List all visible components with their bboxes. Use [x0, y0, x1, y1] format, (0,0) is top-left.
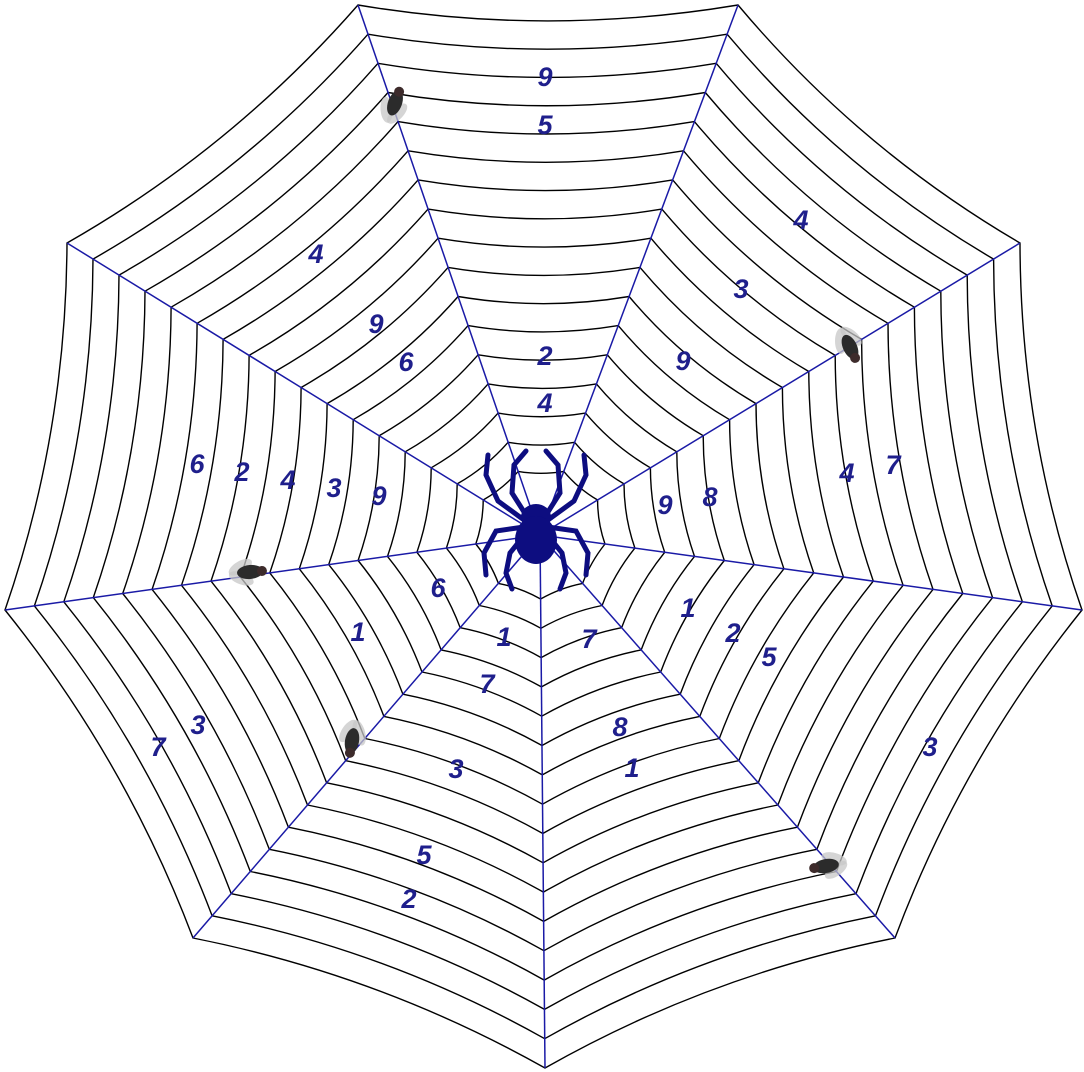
number-top-2[interactable]: 5 [537, 110, 553, 140]
number-top-1[interactable]: 9 [537, 62, 552, 92]
web-spoke [5, 535, 540, 610]
number-right-1[interactable]: 9 [657, 490, 672, 520]
fly-icon[interactable] [333, 715, 373, 761]
number-bottom-left-3[interactable]: 3 [448, 754, 463, 784]
number-left-upper-3[interactable]: 4 [279, 465, 295, 495]
spider-icon[interactable] [484, 451, 588, 589]
number-bottom-3[interactable]: 1 [624, 753, 639, 783]
number-left-lower-2[interactable]: 1 [350, 617, 365, 647]
fly-icon[interactable] [806, 846, 852, 886]
number-left-lower-3[interactable]: 3 [190, 710, 205, 740]
number-bottom-right-1[interactable]: 1 [680, 593, 695, 623]
number-bottom-left-2[interactable]: 7 [479, 669, 496, 699]
number-left-upper-2[interactable]: 2 [233, 457, 249, 487]
number-left-lower-1[interactable]: 6 [430, 573, 446, 603]
fly-icon[interactable] [825, 319, 872, 370]
number-bottom-left-5[interactable]: 2 [400, 884, 416, 914]
web-spoke [540, 535, 545, 1068]
number-left-lower-4[interactable]: 7 [150, 732, 167, 762]
web-spoke [540, 5, 738, 535]
number-top-left-1[interactable]: 4 [307, 239, 323, 269]
web-spoke [540, 535, 1082, 610]
fly-icon[interactable] [225, 554, 268, 591]
number-bottom-left-4[interactable]: 5 [416, 840, 432, 870]
number-bottom-2[interactable]: 8 [612, 712, 627, 742]
number-left-upper-1[interactable]: 6 [189, 449, 205, 479]
number-top-left-3[interactable]: 6 [398, 347, 414, 377]
number-right-4[interactable]: 7 [885, 450, 902, 480]
web-spoke [540, 535, 895, 938]
number-top-4[interactable]: 4 [536, 388, 552, 418]
number-right-3[interactable]: 4 [838, 458, 854, 488]
number-top-left-2[interactable]: 9 [368, 309, 383, 339]
number-bottom-right-4[interactable]: 3 [922, 732, 937, 762]
number-top-right-3[interactable]: 9 [675, 346, 690, 376]
number-bottom-left-1[interactable]: 1 [496, 622, 511, 652]
web-spoke [193, 535, 540, 938]
number-top-right-1[interactable]: 4 [792, 205, 808, 235]
number-left-upper-4[interactable]: 3 [326, 473, 341, 503]
web-spoke [540, 243, 1020, 535]
number-left-upper-5[interactable]: 9 [371, 481, 386, 511]
number-bottom-right-3[interactable]: 5 [761, 642, 777, 672]
number-top-right-2[interactable]: 3 [733, 274, 748, 304]
web-spoke [358, 5, 540, 535]
number-top-3[interactable]: 2 [536, 341, 552, 371]
number-right-2[interactable]: 8 [702, 482, 717, 512]
number-bottom-right-2[interactable]: 2 [724, 618, 740, 648]
number-bottom-1[interactable]: 7 [581, 624, 598, 654]
